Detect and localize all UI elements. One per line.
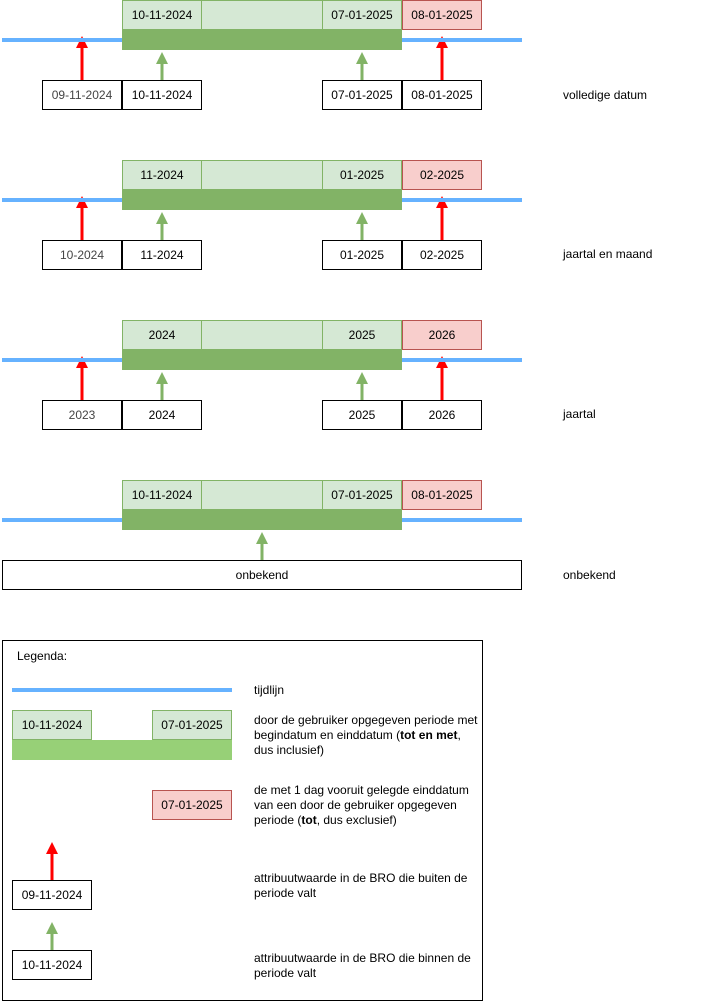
legend-period-desc-bold: tot en met bbox=[400, 728, 458, 742]
legend-timeline bbox=[12, 688, 232, 692]
legend-exclusive-desc-line-3: periode (tot, dus exclusief) bbox=[254, 813, 469, 828]
legend-exclusive-desc: de met 1 dag vooruit gelegde einddatum v… bbox=[254, 783, 469, 828]
legend-period-start: 10-11-2024 bbox=[12, 710, 92, 740]
legend-inside-desc-line-1: attribuutwaarde in de BRO die binnen de bbox=[254, 951, 471, 965]
arrow-outside-before-head bbox=[76, 196, 88, 208]
period-end-cell: 07-01-2025 bbox=[322, 0, 402, 30]
arrow-outside-after-head bbox=[436, 196, 448, 208]
value-before: 10-2024 bbox=[42, 240, 122, 270]
legend-outside-desc: attribuutwaarde in de BRO die buiten de … bbox=[254, 871, 467, 901]
period-bar bbox=[122, 30, 402, 50]
value-last-in: 2025 bbox=[322, 400, 402, 430]
legend-arrow-outside-head bbox=[46, 842, 58, 854]
period-end-cell: 01-2025 bbox=[322, 160, 402, 190]
value-before: 09-11-2024 bbox=[42, 80, 122, 110]
legend-period-desc-line-1: door de gebruiker opgegeven periode met bbox=[254, 713, 478, 727]
exclusive-end-cell: 02-2025 bbox=[402, 160, 482, 190]
legend-outside-desc-line-2: periode valt bbox=[254, 886, 317, 900]
period-start-cell: 10-11-2024 bbox=[122, 480, 202, 510]
row-1-arrows bbox=[76, 36, 448, 80]
legend-period-desc-line-2: begindatum en einddatum (tot en met, bbox=[254, 728, 478, 743]
arrow-outside-after-head bbox=[436, 36, 448, 48]
value-first-in: 10-11-2024 bbox=[122, 80, 202, 110]
legend-period-desc-line-2c: , bbox=[457, 728, 461, 742]
period-bar bbox=[122, 510, 402, 530]
period-bar bbox=[122, 190, 402, 210]
value-first-in: 11-2024 bbox=[122, 240, 202, 270]
legend-outside-value: 09-11-2024 bbox=[12, 880, 92, 910]
arrow-inside-first-head bbox=[156, 372, 168, 384]
row-2-arrows bbox=[76, 196, 448, 240]
row-label: jaartal en maand bbox=[563, 247, 653, 261]
legend-period-bar bbox=[12, 740, 232, 760]
arrow-inside-last-head bbox=[356, 52, 368, 64]
arrow-outside-before-head bbox=[76, 36, 88, 48]
exclusive-end-cell: 08-01-2025 bbox=[402, 0, 482, 30]
period-bar bbox=[122, 350, 402, 370]
legend-exclusive-desc-line-3a: periode ( bbox=[254, 813, 302, 827]
value-after: 02-2025 bbox=[402, 240, 482, 270]
arrow-inside-first-head bbox=[156, 52, 168, 64]
value-first-in: 2024 bbox=[122, 400, 202, 430]
arrow-inside-last-head bbox=[356, 372, 368, 384]
legend-timeline-desc: tijdlijn bbox=[254, 683, 285, 697]
arrow-outside-after-head bbox=[436, 356, 448, 368]
arrow-outside-before-head bbox=[76, 356, 88, 368]
value-after: 2026 bbox=[402, 400, 482, 430]
legend-exclusive-desc-line-2: van een door de gebruiker opgegeven bbox=[254, 798, 457, 812]
period-start-cell: 11-2024 bbox=[122, 160, 202, 190]
arrow-inside-unknown-head bbox=[256, 532, 268, 544]
legend-arrow-inside-head bbox=[46, 922, 58, 934]
legend-exclusive-desc-line-3c: , dus exclusief) bbox=[316, 813, 397, 827]
row-4-arrows bbox=[256, 532, 268, 560]
exclusive-end-cell: 08-01-2025 bbox=[402, 480, 482, 510]
legend-exclusive-cell: 07-01-2025 bbox=[152, 790, 232, 820]
legend-title: Legenda: bbox=[17, 649, 68, 663]
row-label: onbekend bbox=[563, 568, 616, 582]
legend-outside-desc-line-1: attribuutwaarde in de BRO die buiten de bbox=[254, 871, 468, 885]
legend-inside-desc: attribuutwaarde in de BRO die binnen de … bbox=[254, 951, 471, 981]
value-after: 08-01-2025 bbox=[402, 80, 482, 110]
value-last-in: 01-2025 bbox=[322, 240, 402, 270]
period-end-cell: 07-01-2025 bbox=[322, 480, 402, 510]
row-3-arrows bbox=[76, 356, 448, 400]
legend-period-desc-line-2a: begindatum en einddatum ( bbox=[254, 728, 401, 742]
legend-inside-desc-line-2: periode valt bbox=[254, 966, 317, 980]
arrow-inside-last-head bbox=[356, 212, 368, 224]
period-end-cell: 2025 bbox=[322, 320, 402, 350]
arrow-inside-first-head bbox=[156, 212, 168, 224]
legend-period-desc-line-3: dus inclusief) bbox=[254, 743, 325, 757]
row-label: volledige datum bbox=[563, 88, 648, 102]
period-start-cell: 10-11-2024 bbox=[122, 0, 202, 30]
legend-exclusive-desc-bold: tot bbox=[301, 813, 317, 827]
legend-period-end: 07-01-2025 bbox=[152, 710, 232, 740]
value-last-in: 07-01-2025 bbox=[322, 80, 402, 110]
period-start-cell: 2024 bbox=[122, 320, 202, 350]
row-label: jaartal bbox=[563, 407, 596, 421]
value-before: 2023 bbox=[42, 400, 122, 430]
exclusive-end-cell: 2026 bbox=[402, 320, 482, 350]
value-unknown: onbekend bbox=[2, 560, 522, 590]
legend-inside-value: 10-11-2024 bbox=[12, 950, 92, 980]
legend-exclusive-desc-line-1: de met 1 dag vooruit gelegde einddatum bbox=[254, 783, 469, 797]
legend-period-desc: door de gebruiker opgegeven periode met … bbox=[254, 713, 478, 758]
legend-arrows bbox=[46, 842, 58, 950]
